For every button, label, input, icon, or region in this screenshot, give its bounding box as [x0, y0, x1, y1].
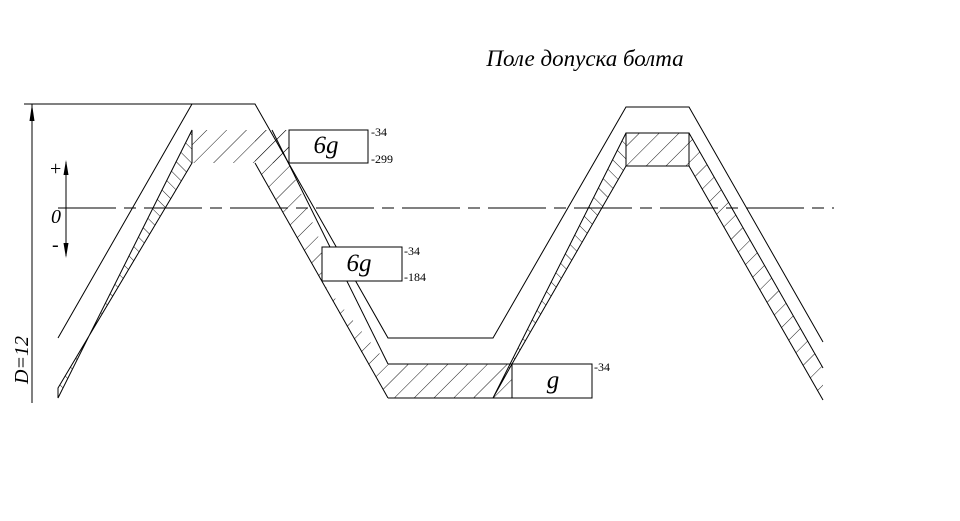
zone-box-3	[511, 363, 593, 399]
right-descending-flank-zone	[689, 133, 823, 400]
minus-arrow	[63, 243, 69, 258]
zone-label-3: g	[547, 367, 560, 394]
zone-label-2: 6g	[347, 250, 372, 277]
right-flank-line-a	[688, 132, 824, 369]
root-zone	[388, 364, 512, 398]
dimension-label: D=12	[11, 336, 33, 385]
zone-upper-dev-1: -34	[371, 125, 387, 139]
dimension-arrow-up	[29, 104, 35, 121]
right-flank-line-b	[688, 165, 824, 401]
zero-label: 0	[51, 206, 61, 228]
zone-label-1: 6g	[314, 132, 339, 159]
zone-upper-dev-3: -34	[594, 360, 610, 374]
zone-box-2	[321, 246, 403, 282]
plus-arrow	[63, 160, 69, 175]
zone-lower-dev-2: -184	[404, 270, 426, 284]
plus-sign: +	[50, 158, 61, 180]
minus-sign: -	[52, 234, 59, 256]
crest-zone-right	[625, 132, 690, 167]
left-flank-zone	[57, 129, 193, 399]
nominal-profile	[57, 103, 824, 343]
zone-lower-dev-1: -299	[371, 152, 393, 166]
zone-box-1	[288, 129, 369, 164]
diagram-title: Поле допуска болта	[485, 46, 683, 71]
zone-upper-dev-2: -34	[404, 244, 420, 258]
ascending-flank-zone	[492, 132, 627, 399]
